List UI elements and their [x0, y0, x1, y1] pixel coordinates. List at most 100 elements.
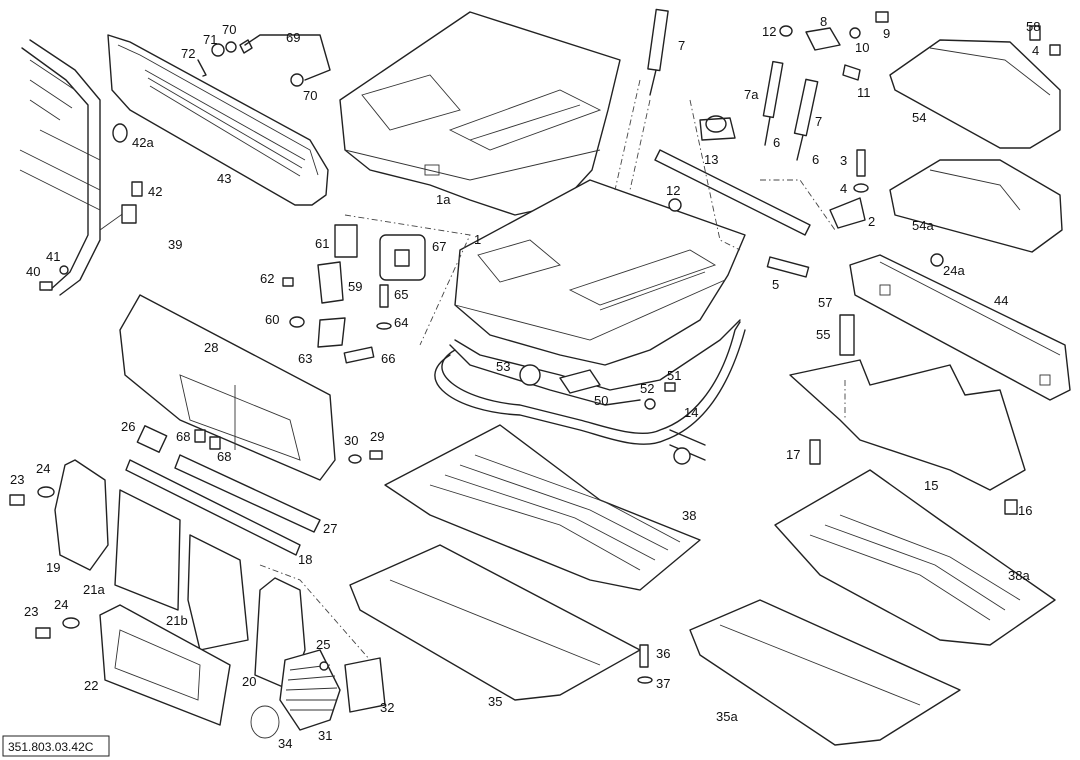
label-23-top: 23: [10, 472, 24, 487]
label-61: 61: [315, 236, 329, 251]
label-21a: 21a: [83, 582, 105, 597]
fasteners: [9, 34, 944, 671]
label-37: 37: [656, 676, 670, 691]
label-39: 39: [168, 237, 182, 252]
label-13: 13: [704, 152, 718, 167]
label-58: 58: [1026, 19, 1040, 34]
label-15: 15: [924, 478, 938, 493]
label-34: 34: [278, 736, 292, 751]
label-52: 52: [640, 381, 654, 396]
label-19: 19: [46, 560, 60, 575]
label-69: 69: [286, 30, 300, 45]
label-1a: 1a: [436, 192, 451, 207]
label-6-left: 6: [773, 135, 780, 150]
label-42: 42: [148, 184, 162, 199]
label-41: 41: [46, 249, 60, 264]
bracket-2-bolt-3: [766, 149, 869, 278]
label-60: 60: [265, 312, 279, 327]
label-21b: 21b: [166, 613, 188, 628]
label-7-right: 7: [815, 114, 822, 129]
hinge-parts: [668, 11, 889, 212]
label-8: 8: [820, 14, 827, 29]
label-11: 11: [857, 85, 871, 100]
label-38a: 38a: [1008, 568, 1030, 583]
label-63: 63: [298, 351, 312, 366]
vent-panel-43: [107, 34, 329, 206]
tubes-26-27-18: [125, 425, 321, 556]
label-6-right: 6: [812, 152, 819, 167]
label-70-bottom: 70: [303, 88, 317, 103]
leader-lines: [259, 79, 846, 661]
label-7a: 7a: [744, 87, 759, 102]
label-70-top: 70: [222, 22, 236, 37]
label-38: 38: [682, 508, 696, 523]
label-35a: 35a: [716, 709, 738, 724]
label-44: 44: [994, 293, 1008, 308]
label-72: 72: [181, 46, 195, 61]
label-68-left: 68: [176, 429, 190, 444]
label-12-mid: 12: [666, 183, 680, 198]
label-9: 9: [883, 26, 890, 41]
label-29: 29: [370, 429, 384, 444]
rear-panel-28: [119, 294, 336, 481]
roof-assembly-1: [449, 179, 746, 406]
label-14: 14: [684, 405, 698, 420]
label-67: 67: [432, 239, 446, 254]
label-10: 10: [855, 40, 869, 55]
label-54: 54: [912, 110, 926, 125]
label-71: 71: [203, 32, 217, 47]
label-65: 65: [394, 287, 408, 302]
drawing-reference: 351.803.03.42C: [8, 740, 94, 754]
label-24-bottom: 24: [54, 597, 68, 612]
label-32: 32: [380, 700, 394, 715]
label-23-bottom: 23: [24, 604, 38, 619]
label-57: 57: [818, 295, 832, 310]
gas-struts: [647, 8, 819, 161]
label-1: 1: [474, 232, 481, 247]
label-7-top: 7: [678, 38, 685, 53]
label-53: 53: [496, 359, 510, 374]
label-30: 30: [344, 433, 358, 448]
label-64: 64: [394, 315, 408, 330]
label-25: 25: [316, 637, 330, 652]
label-43: 43: [217, 171, 231, 186]
label-17: 17: [786, 447, 800, 462]
label-51: 51: [667, 368, 681, 383]
label-4-mid: 4: [840, 181, 847, 196]
floor-panels-35: [349, 544, 961, 746]
floor-mats-38: [384, 424, 1056, 646]
label-24a: 24a: [943, 263, 965, 278]
part-labels: 1a 1 2 3 4 4 5 6 6 7 7 7a 8 9 10 11 12 1…: [10, 14, 1040, 751]
plate-15: [789, 314, 1026, 515]
label-5: 5: [772, 277, 779, 292]
label-2: 2: [868, 214, 875, 229]
cab-frame-39: [19, 39, 136, 296]
label-12-top: 12: [762, 24, 776, 39]
label-22: 22: [84, 678, 98, 693]
roof-panel-1a: [339, 11, 621, 216]
label-62: 62: [260, 271, 274, 286]
label-20: 20: [242, 674, 256, 689]
label-35: 35: [488, 694, 502, 709]
label-18: 18: [298, 552, 312, 567]
latch-hardware: [282, 224, 426, 364]
drawing-reference-box: 351.803.03.42C: [2, 735, 110, 757]
covers-54: [889, 25, 1063, 253]
label-40: 40: [26, 264, 40, 279]
label-59: 59: [348, 279, 362, 294]
label-50: 50: [594, 393, 608, 408]
bracket-44: [849, 254, 1071, 401]
label-55: 55: [816, 327, 830, 342]
label-31: 31: [318, 728, 332, 743]
label-68-right: 68: [217, 449, 231, 464]
label-24-top: 24: [36, 461, 50, 476]
weatherstrip-14: [434, 321, 746, 465]
label-3: 3: [840, 153, 847, 168]
label-26: 26: [121, 419, 135, 434]
label-28: 28: [204, 340, 218, 355]
hinge-bar-13: [654, 115, 811, 236]
label-27: 27: [323, 521, 337, 536]
label-36: 36: [656, 646, 670, 661]
